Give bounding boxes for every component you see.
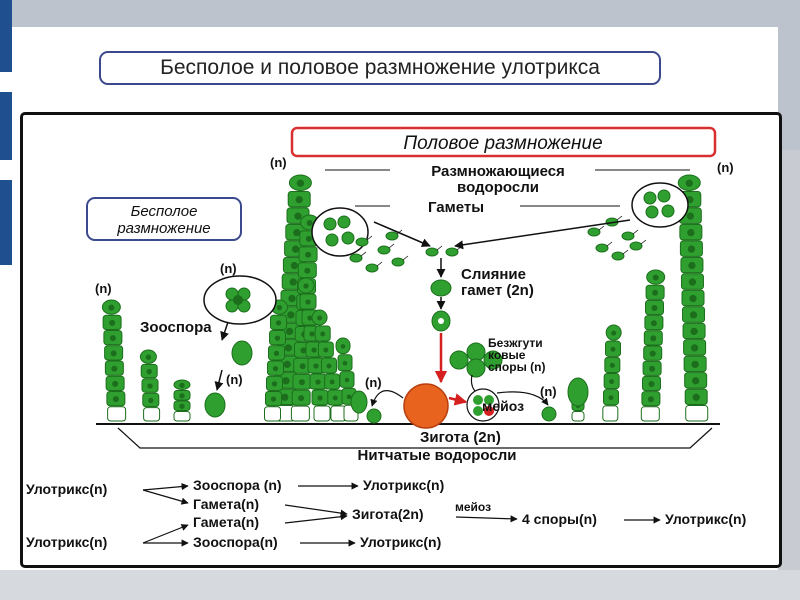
scheme-ulothrix-bottom: Улотрикс(n)	[26, 534, 107, 550]
slide-blue-tab-2	[0, 92, 12, 160]
scheme-ulothrix-bottom-result: Улотрикс(n)	[360, 534, 441, 550]
sexual-reproduction-box: Половое размножение	[290, 126, 717, 158]
aplanospores	[449, 342, 503, 378]
zoospore-label: Зооспора	[140, 319, 212, 336]
zoospore-cells	[204, 340, 589, 424]
fused-gametes	[430, 279, 452, 332]
meiosis-label: мейоз	[482, 398, 524, 414]
scheme-spores: 4 споры(n)	[522, 511, 597, 527]
gamete-cell	[445, 247, 459, 257]
asexual-label-line1: Бесполое	[131, 203, 198, 220]
ploidy-label-sporangium: (n)	[220, 261, 237, 276]
filament-8	[311, 309, 347, 422]
ploidy-label-left-filament: (n)	[95, 281, 112, 296]
gamete-cell	[377, 245, 391, 255]
reproducing-label-line2: водоросли	[457, 179, 539, 196]
filament-1	[101, 299, 127, 422]
gametes-label: Гаметы	[428, 199, 484, 216]
gamete-cell	[595, 243, 609, 253]
zoosporangium	[203, 275, 277, 325]
slide-top-band	[0, 0, 800, 27]
gamete-flagellum	[376, 261, 383, 267]
gamete-cell	[611, 251, 625, 261]
gamete-flagellum	[606, 241, 613, 247]
gamete-cell	[349, 253, 363, 263]
meiosis-cell	[466, 388, 500, 422]
ploidy-label-spore-right: (n)	[540, 384, 557, 399]
gamete-flagellum	[640, 239, 647, 245]
gamete-flagellum	[616, 215, 623, 221]
gamete-cell	[629, 241, 643, 251]
gametes-swarm	[349, 215, 647, 273]
scheme-ulothrix-top-result: Улотрикс(n)	[363, 477, 444, 493]
gamete-flagellum	[632, 229, 639, 235]
slide-title: Бесполое и половое размножение улотрикса	[99, 51, 661, 85]
fusion-label-line2: гамет (2n)	[461, 282, 534, 299]
gametangium-right	[631, 182, 689, 228]
gamete-cell	[621, 231, 635, 241]
scheme-zoospore-top: Зооспора (n)	[193, 477, 282, 493]
ploidy-label-right-top: (n)	[717, 160, 734, 175]
filament-6	[264, 299, 288, 422]
scheme-gamete-1: Гамета(n)	[193, 496, 259, 512]
filament-3	[173, 379, 191, 422]
asexual-reproduction-box: Бесполое размножение	[86, 197, 242, 241]
scheme-ulothrix-top: Улотрикс(n)	[26, 481, 107, 497]
gamete-flagellum	[456, 245, 463, 251]
gamete-flagellum	[598, 225, 605, 231]
slide-blue-tab-3	[0, 180, 12, 265]
aplanospore-label-line1: Безжгути	[488, 336, 543, 350]
filament-11	[640, 269, 666, 422]
gamete-cell	[425, 247, 439, 257]
aplanospore-label-line2: ковые	[488, 348, 526, 362]
gamete-flagellum	[436, 245, 443, 251]
scheme-zygote: Зигота(2n)	[352, 506, 424, 522]
zygote-cell	[403, 383, 449, 429]
gamete-flagellum	[622, 249, 629, 255]
gamete-cell	[385, 231, 399, 241]
ploidy-label-zoospore: (n)	[226, 372, 243, 387]
scheme-ulothrix-final: Улотрикс(n)	[665, 511, 746, 527]
slide-right-gray-block	[778, 150, 800, 600]
gamete-flagellum	[366, 235, 373, 241]
zygote-label: Зигота (2n)	[420, 429, 501, 446]
filamentous-label: Нитчатые водоросли	[357, 447, 516, 464]
ploidy-label-left-top: (n)	[270, 155, 287, 170]
gametangium-left	[311, 207, 369, 257]
filament-9	[335, 337, 359, 422]
gamete-flagellum	[388, 243, 395, 249]
diagram-arrows	[214, 169, 690, 407]
gamete-flagellum	[402, 255, 409, 261]
fusion-label-line1: Слияние	[461, 266, 526, 283]
scheme-zoospore-bottom: Зооспора(n)	[193, 534, 278, 550]
slide-bottom-strip	[0, 570, 800, 600]
gamete-flagellum	[396, 229, 403, 235]
reproduction-scheme: Улотрикс(n) Зооспора (n) Улотрикс(n) Гам…	[26, 477, 746, 550]
filament-2	[139, 349, 161, 422]
gamete-cell	[365, 263, 379, 273]
slide-blue-tab-1	[0, 0, 12, 72]
gamete-flagellum	[360, 251, 367, 257]
reproducing-label-line1: Размножающиеся	[431, 163, 565, 180]
sexual-reproduction-label: Половое размножение	[403, 133, 602, 154]
filament-10	[602, 324, 622, 422]
scheme-gamete-2: Гамета(n)	[193, 514, 259, 530]
gamete-cell	[391, 257, 405, 267]
aplanospore-label-line3: споры (n)	[488, 360, 546, 374]
asexual-label-line2: размножение	[116, 220, 210, 237]
slide-left-band	[0, 27, 12, 600]
gamete-cell	[355, 237, 369, 247]
filament-bracket	[117, 427, 713, 449]
slide-title-text: Бесполое и половое размножение улотрикса	[160, 56, 600, 79]
scheme-meiosis: мейоз	[455, 500, 491, 514]
gamete-cell	[587, 227, 601, 237]
algae-filaments	[101, 174, 709, 422]
ploidy-label-spore-left: (n)	[365, 375, 382, 390]
